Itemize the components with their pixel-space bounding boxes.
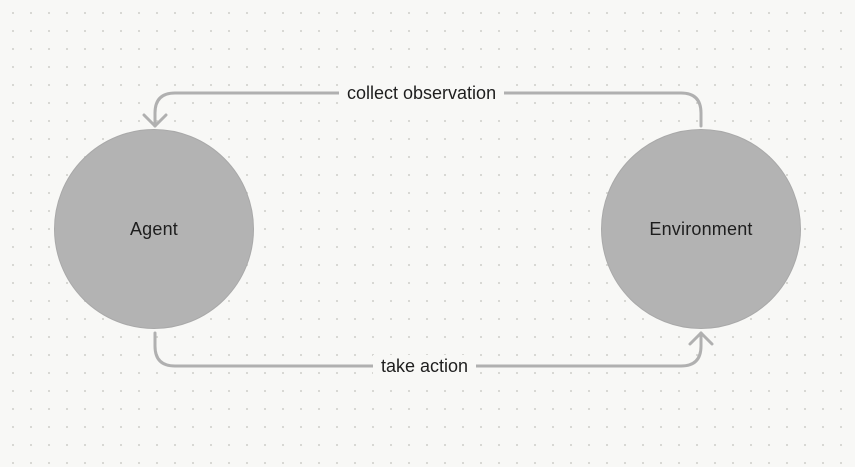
environment-label: Environment	[649, 218, 753, 239]
agent-label: Agent	[129, 218, 179, 239]
observation-arrowhead	[142, 113, 168, 128]
observation-edge-label: collect observation	[339, 82, 505, 104]
action-arrowhead	[688, 331, 714, 346]
agent-node[interactable]: Agent	[54, 129, 254, 329]
environment-node[interactable]: Environment	[601, 129, 801, 329]
action-edge-label: take action	[373, 355, 477, 377]
